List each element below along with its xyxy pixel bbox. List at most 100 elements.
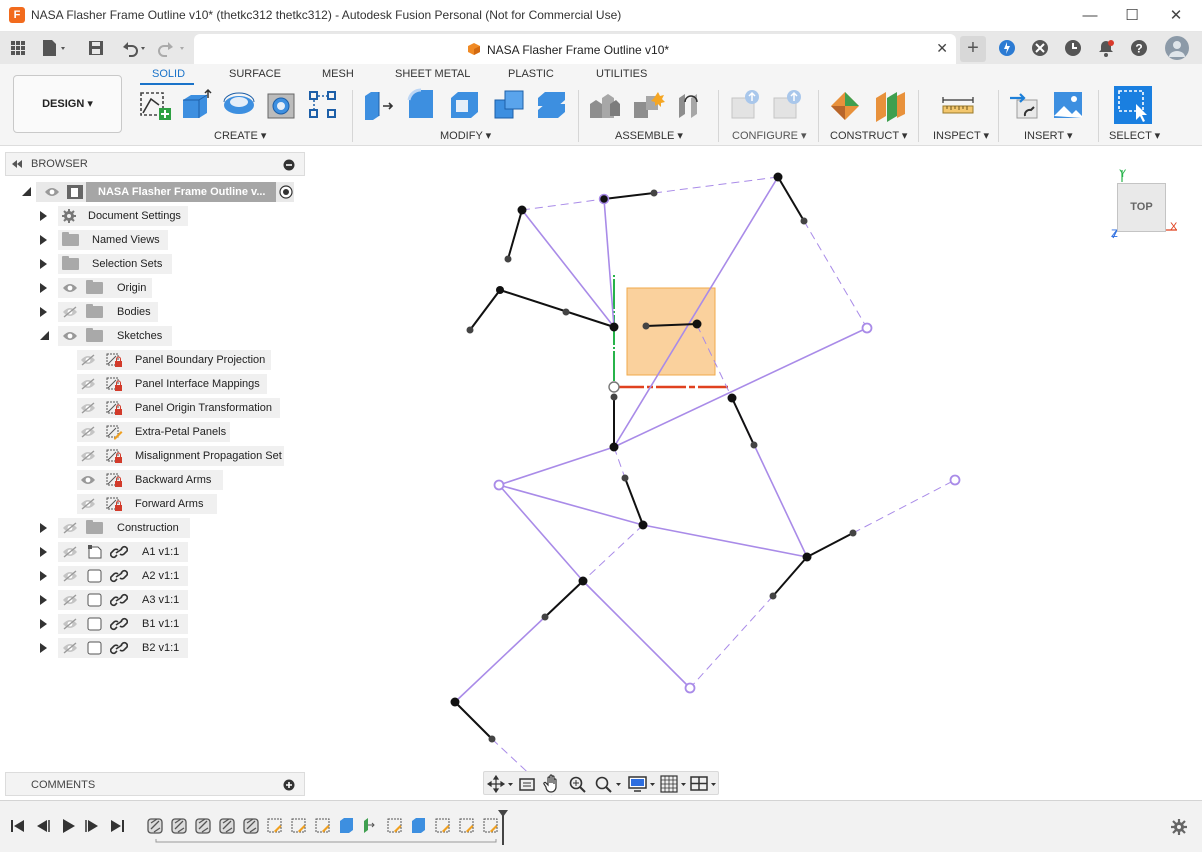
new-component-icon[interactable] [588,88,622,122]
hidden-eye-icon[interactable] [62,618,78,630]
assemble-menu[interactable]: ASSEMBLE ▾ [615,130,683,142]
expand-arrow-icon[interactable] [40,259,47,269]
measure-icon[interactable] [941,88,975,122]
expand-arrow-icon[interactable] [40,283,47,293]
visibility-eye-icon[interactable] [80,474,96,486]
configure-table-icon[interactable] [730,88,764,122]
joint-icon[interactable] [632,88,666,122]
expand-arrow-icon[interactable] [40,643,47,653]
collapse-arrow-icon[interactable] [22,187,31,196]
close-window-button[interactable]: ✕ [1169,7,1183,24]
new-tab-button[interactable]: + [960,36,986,62]
hidden-eye-icon[interactable] [80,450,96,462]
sketch-points[interactable] [450,172,857,743]
sketch-item-panel-boundary-projection[interactable]: Panel Boundary Projection [77,350,277,370]
step-back-icon[interactable] [35,818,51,834]
fillet-icon[interactable] [405,88,439,122]
help-icon[interactable]: ? [1129,38,1149,58]
zoom-icon[interactable] [568,775,588,793]
tab-sheet-metal[interactable]: SHEET METAL [395,68,471,80]
hidden-eye-icon[interactable] [62,306,78,318]
hidden-eye-icon[interactable] [80,402,96,414]
press-pull-icon[interactable] [361,88,395,122]
collapse-arrow-icon[interactable] [40,331,49,340]
insert-derive-icon[interactable] [1009,88,1043,122]
pan-hand-icon[interactable] [543,774,561,794]
shell-icon[interactable] [448,88,482,122]
clock-icon[interactable] [1063,38,1083,58]
tab-mesh[interactable]: MESH [322,68,354,80]
insert-menu[interactable]: INSERT ▾ [1024,130,1073,142]
browser-item-origin[interactable]: Origin [36,278,196,298]
add-comment-icon[interactable] [283,779,295,791]
browser-item-component-a1[interactable]: A1 v1:1 [36,542,196,562]
viewports-icon[interactable] [690,775,720,793]
apps-grid-icon[interactable] [8,38,28,58]
step-forward-icon[interactable] [84,818,100,834]
configure-menu[interactable]: CONFIGURE ▾ [732,130,807,142]
insert-canvas-icon[interactable] [1052,88,1086,122]
minimize-button[interactable]: — [1082,7,1098,24]
grid-settings-icon[interactable] [660,775,690,793]
browser-minimize-icon[interactable] [283,159,295,171]
hidden-eye-icon[interactable] [62,594,78,606]
notification-bell-icon[interactable] [1096,38,1116,58]
browser-item-component-a3[interactable]: A3 v1:1 [36,590,196,610]
create-menu[interactable]: CREATE ▾ [214,130,267,142]
sketch-item-forward-arms[interactable]: Forward Arms [77,494,237,514]
save-icon[interactable] [86,38,106,58]
browser-item-construction[interactable]: Construction [36,518,196,538]
browser-item-component-b1[interactable]: B1 v1:1 [36,614,196,634]
as-built-joint-icon[interactable] [675,88,709,122]
viewcube[interactable]: TOP [1117,183,1166,232]
activate-radio-icon[interactable] [279,185,293,199]
inspect-menu[interactable]: INSPECT ▾ [933,130,990,142]
timeline-marker[interactable] [497,809,509,845]
sketch-item-misalignment-propagation-set[interactable]: Misalignment Propagation Set [77,446,287,466]
origin-point[interactable] [608,381,620,393]
hidden-eye-icon[interactable] [62,546,78,558]
extensions-icon[interactable] [997,38,1017,58]
revolve-icon[interactable] [222,88,256,122]
expand-arrow-icon[interactable] [40,595,47,605]
hidden-eye-icon[interactable] [62,522,78,534]
hidden-eye-icon[interactable] [62,642,78,654]
construction-points[interactable] [493,322,961,694]
create-sketch-icon[interactable] [138,88,172,122]
expand-arrow-icon[interactable] [40,571,47,581]
file-menu-icon[interactable] [40,38,70,58]
orbit-icon[interactable] [487,775,515,793]
look-at-icon[interactable] [518,775,536,793]
browser-panel-header[interactable]: BROWSER [5,152,305,176]
expand-arrow-icon[interactable] [40,307,47,317]
close-tab-button[interactable]: ✕ [936,40,948,56]
browser-item-document-settings[interactable]: Document Settings [36,206,196,226]
undo-icon[interactable] [118,38,150,58]
visibility-eye-icon[interactable] [62,282,78,294]
browser-item-selection-sets[interactable]: Selection Sets [36,254,196,274]
timeline-features[interactable] [146,815,506,843]
sketch-item-panel-origin-transformation[interactable]: Panel Origin Transformation [77,398,287,418]
browser-item-component-b2[interactable]: B2 v1:1 [36,638,196,658]
browser-item-component-a2[interactable]: A2 v1:1 [36,566,196,586]
go-to-start-icon[interactable] [10,818,26,834]
play-icon[interactable] [60,818,76,834]
expand-arrow-icon[interactable] [40,211,47,221]
expand-arrow-icon[interactable] [40,547,47,557]
browser-item-sketches[interactable]: Sketches [36,326,196,346]
user-avatar-icon[interactable] [1165,36,1189,60]
sketch-item-backward-arms[interactable]: Backward Arms [77,470,237,490]
modify-menu[interactable]: MODIFY ▾ [440,130,492,142]
expand-arrow-icon[interactable] [40,619,47,629]
tab-solid[interactable]: SOLID [152,68,186,80]
pattern-icon[interactable] [306,88,340,122]
hidden-eye-icon[interactable] [80,354,96,366]
tab-utilities[interactable]: UTILITIES [596,68,648,80]
zoom-window-icon[interactable] [594,775,624,793]
hidden-eye-icon[interactable] [80,378,96,390]
browser-root-node[interactable]: NASA Flasher Frame Outline v... [18,182,302,202]
browser-item-bodies[interactable]: Bodies [36,302,196,322]
comments-panel-header[interactable]: COMMENTS [5,772,305,796]
configure-rule-icon[interactable] [772,88,806,122]
job-status-icon[interactable] [1030,38,1050,58]
